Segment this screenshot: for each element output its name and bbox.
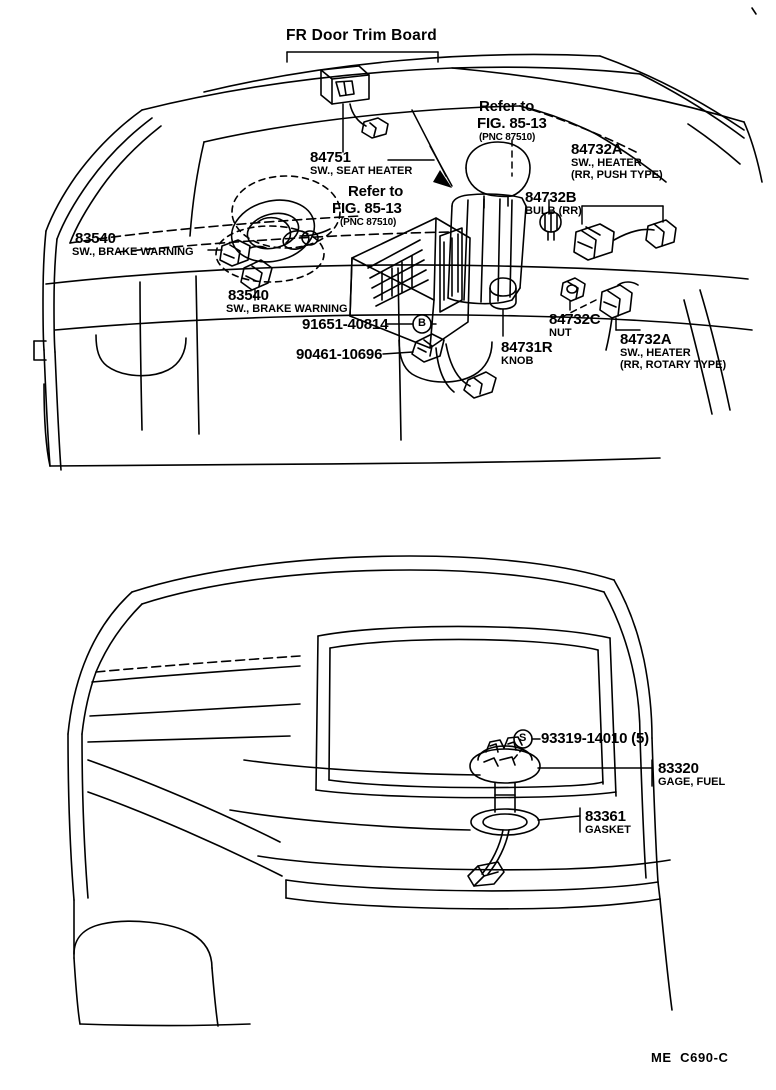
callout-93319-part-number: 93319-14010 (5) [541, 730, 649, 747]
callout-84732a-push-part-number: 84732A [571, 141, 623, 158]
callout-84751-part-number: 84751 [310, 149, 351, 166]
callout-91651-part-number: 91651-40814 [302, 316, 389, 333]
callout-83320-part-number: 83320 [658, 760, 699, 777]
callout-84731r-part-number: 84731R [501, 339, 553, 356]
callout-83540-lower-description: SW., BRAKE WARNING [226, 303, 348, 315]
callout-84751-description: SW., SEAT HEATER [310, 165, 413, 177]
section-heading: FR Door Trim Board [286, 27, 437, 44]
refer-left-line2: FIG. 85-13 [332, 200, 402, 217]
refer-left-line3: (PNC 87510) [340, 217, 397, 228]
callout-83540-lower-part-number: 83540 [228, 287, 269, 304]
callout-84732a-push-description-1: SW., HEATER [571, 157, 642, 169]
sheet-code-footer: ME C690-C [651, 1050, 729, 1065]
callout-84731r-description: KNOB [501, 355, 534, 367]
callout-84732b-description: BULB (RR) [525, 205, 582, 217]
callout-83361-description: GASKET [585, 824, 631, 836]
callout-83540-upper-description: SW., BRAKE WARNING [72, 246, 194, 258]
callout-83320-description: GAGE, FUEL [658, 776, 726, 788]
callout-84732b-part-number: 84732B [525, 189, 577, 206]
marker-b-label: B [418, 317, 426, 329]
callout-84732a-push-description-2: (RR, PUSH TYPE) [571, 169, 663, 181]
callout-84732a-rotary-description-2: (RR, ROTARY TYPE) [620, 359, 727, 371]
refer-right-line2: FIG. 85-13 [477, 115, 547, 132]
callout-84732a-rotary-description-1: SW., HEATER [620, 347, 691, 359]
callout-84732c-description: NUT [549, 327, 572, 339]
callout-84732c-part-number: 84732C [549, 311, 601, 328]
refer-right-line1: Refer to [479, 98, 535, 115]
callout-84732a-rotary-part-number: 84732A [620, 331, 672, 348]
marker-s-label: S [519, 732, 527, 744]
callout-83361-part-number: 83361 [585, 808, 626, 825]
refer-right-line3: (PNC 87510) [479, 132, 536, 143]
callout-90461-part-number: 90461-10696 [296, 346, 383, 363]
callout-83540-upper-part-number: 83540 [75, 230, 116, 247]
refer-left-line1: Refer to [348, 183, 404, 200]
